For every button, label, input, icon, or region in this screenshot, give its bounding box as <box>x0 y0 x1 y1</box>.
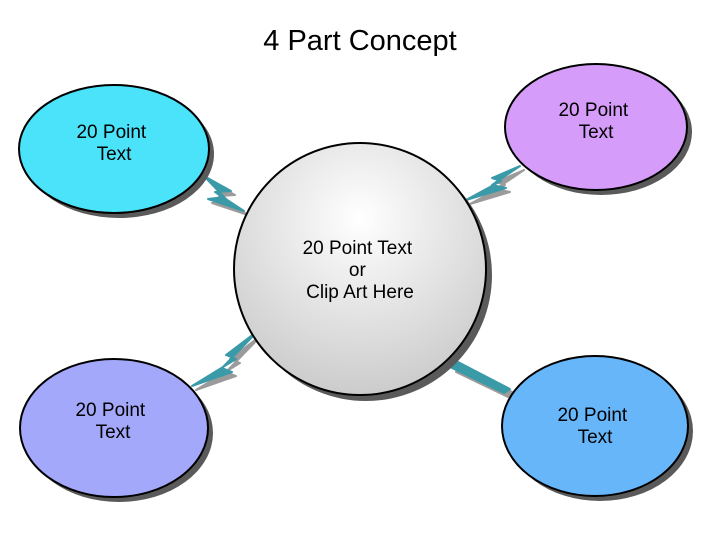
node-center: 20 Point Text or Clip Art Here <box>233 142 492 401</box>
node-bottom-left: 20 Point Text <box>19 358 213 502</box>
node-top-right: 20 Point Text <box>504 63 692 195</box>
connector-bottom-right <box>451 361 515 398</box>
connector-bottom-left <box>191 329 264 391</box>
node-top-left: 20 Point Text <box>18 84 214 218</box>
page-title: 4 Part Concept <box>263 25 456 57</box>
node-top-right-label: 20 Point Text <box>558 100 633 143</box>
connector-top-right <box>465 165 525 205</box>
node-bottom-left-label: 20 Point Text <box>75 400 150 443</box>
node-bottom-right: 20 Point Text <box>501 355 693 501</box>
connector-top-left <box>203 175 249 216</box>
node-center-label: 20 Point Text or Clip Art Here <box>303 238 418 303</box>
node-bottom-right-label: 20 Point Text <box>557 405 632 448</box>
node-top-left-label: 20 Point Text <box>76 122 151 165</box>
